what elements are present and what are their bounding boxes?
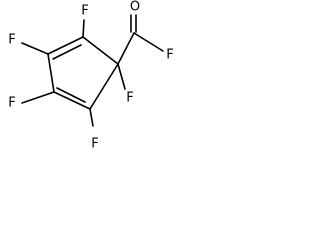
atom-label-f6: F	[166, 48, 173, 63]
bond-c1-c2	[82, 36, 119, 65]
bond-c5-f2	[21, 42, 49, 55]
bond-c4-c5	[47, 53, 55, 93]
bond-c2-c3	[89, 63, 119, 110]
bond-c5-c1-double	[52, 44, 82, 60]
bond-c3-f4	[89, 108, 94, 127]
atom-label-o1: O	[130, 0, 140, 15]
bond-c1-f1	[82, 19, 85, 38]
bond-c3-c4-double	[56, 87, 86, 103]
chemical-structure: F F F F F O F	[8, 0, 173, 152]
atom-label-f5: F	[126, 91, 133, 106]
bond-c3-c4	[53, 91, 91, 110]
atom-label-f3: F	[8, 96, 15, 111]
atom-label-f4: F	[91, 137, 98, 152]
bond-c5-c1	[47, 36, 84, 55]
bond-c4-f3	[21, 91, 55, 104]
bond-c2-f5	[117, 63, 126, 90]
atom-label-f2: F	[8, 33, 15, 48]
bond-c6-f6	[133, 32, 164, 52]
atom-label-f1: F	[81, 4, 88, 19]
bond-c2-c6	[117, 32, 135, 65]
